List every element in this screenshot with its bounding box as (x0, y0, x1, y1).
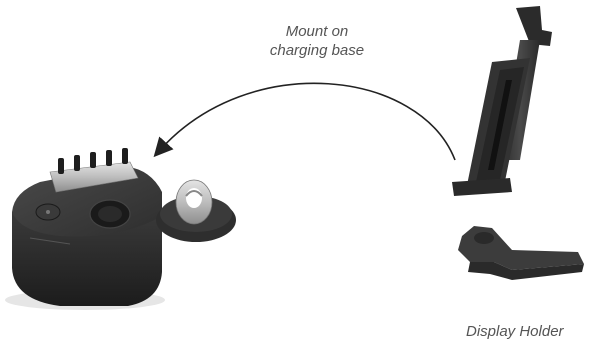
mount-caption-line2: charging base (258, 41, 376, 60)
display-holder-clamp (452, 6, 552, 196)
mount-caption-line1: Mount on (258, 22, 376, 41)
display-holder-caption: Display Holder (466, 322, 564, 341)
charging-base (5, 148, 165, 310)
display-holder-bracket (458, 226, 584, 280)
mount-arrow (160, 83, 455, 160)
base-side-mount (156, 180, 236, 242)
mount-caption: Mount on charging base (258, 22, 376, 60)
